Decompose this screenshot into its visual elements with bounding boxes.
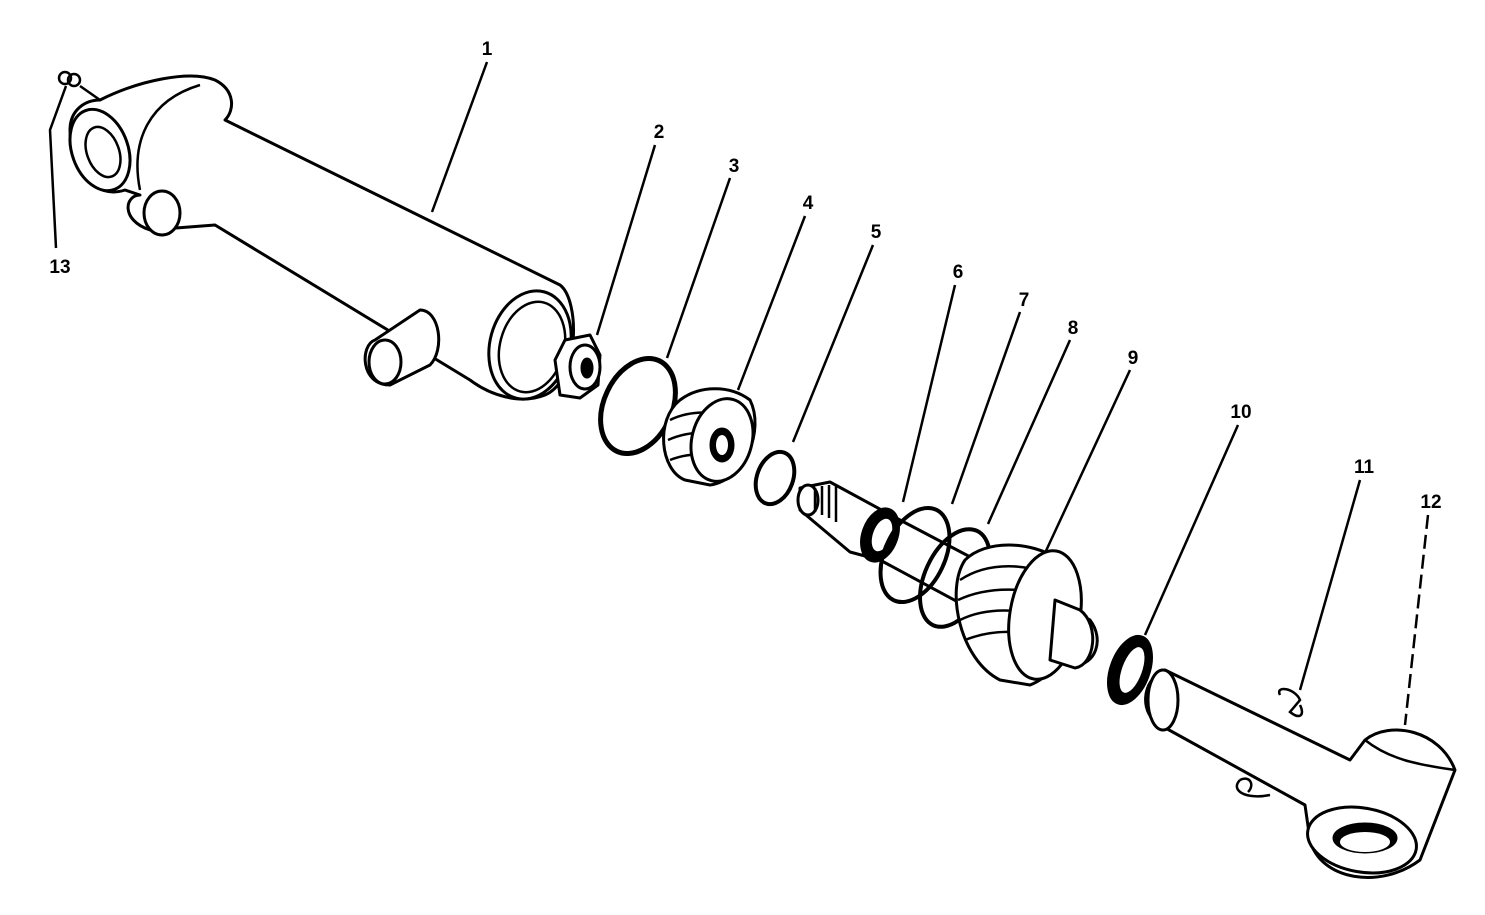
- callout-10: 10: [1230, 402, 1251, 423]
- callout-2: 2: [654, 122, 665, 143]
- part-gland: [954, 543, 1095, 687]
- part-piston: [662, 387, 757, 487]
- part-o-ring-5: [753, 449, 797, 507]
- leader-line-13: [48, 85, 68, 249]
- leader-line-4: [736, 215, 807, 391]
- leader-line-6: [901, 284, 957, 503]
- callout-13: 13: [49, 257, 70, 278]
- leader-line-3: [665, 177, 732, 359]
- part-cylinder-body: [68, 74, 575, 401]
- leader-line-8: [986, 339, 1072, 525]
- callout-1: 1: [482, 39, 493, 60]
- part-clip: [1235, 687, 1304, 798]
- leader-line-5: [791, 244, 875, 443]
- part-rod-eye: [1144, 668, 1457, 879]
- part-nut: [553, 333, 602, 400]
- callout-8: 8: [1068, 318, 1079, 339]
- leader-line-12: [1403, 514, 1430, 726]
- part-grease-fitting: [57, 70, 101, 102]
- leader-line-7: [950, 311, 1022, 505]
- leader-line-11: [1298, 479, 1362, 691]
- leader-line-1: [430, 61, 489, 213]
- callout-5: 5: [871, 222, 882, 243]
- part-backup-ring: [878, 505, 952, 605]
- callout-9: 9: [1128, 348, 1139, 369]
- leader-lines: [48, 61, 1430, 726]
- leader-line-10: [1143, 424, 1240, 636]
- leader-line-9: [1043, 369, 1132, 554]
- callout-11: 11: [1354, 457, 1375, 478]
- callout-6: 6: [953, 262, 964, 283]
- callout-7: 7: [1019, 290, 1030, 311]
- leader-line-2: [595, 144, 657, 336]
- callout-3: 3: [729, 156, 740, 177]
- callout-12: 12: [1420, 492, 1441, 513]
- callout-4: 4: [803, 193, 814, 214]
